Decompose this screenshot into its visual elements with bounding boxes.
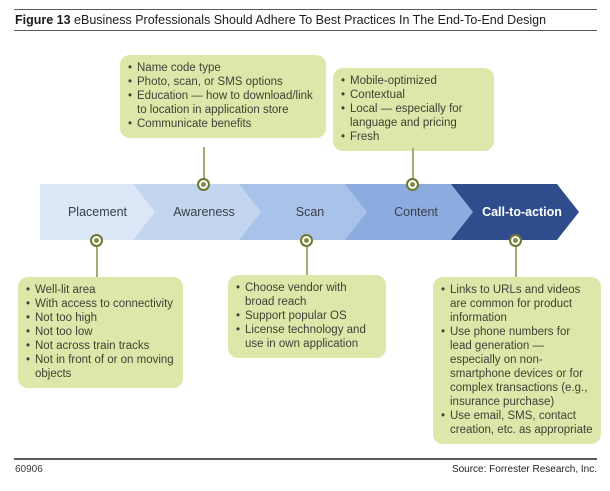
callout-awareness: Name code type Photo, scan, or SMS optio… [120,55,326,138]
bullet-item: Not too low [26,325,175,339]
bullet-item: With access to connectivity [26,297,175,311]
chevron-label: Content [394,205,438,219]
process-band: Placement Awareness Scan Content Call-to… [40,184,579,240]
connector-dot-icon [197,178,210,191]
callout-call-to-action: Links to URLs and videos are common for … [433,277,601,444]
bullet-item: Well-lit area [26,283,175,297]
chevron-placement: Placement [40,184,155,240]
bullet-item: Use email, SMS, contact creation, etc. a… [441,409,593,437]
callout-scan-list: Choose vendor with broad reach Support p… [236,281,378,351]
callout-content-list: Mobile-optimized Contextual Local — espe… [341,74,486,144]
connector-dot-icon [90,234,103,247]
connector-dot-icon [300,234,313,247]
connector-line-awareness [203,147,205,185]
figure-title-text: eBusiness Professionals Should Adhere To… [70,13,547,27]
bullet-item: Choose vendor with broad reach [236,281,378,309]
bullet-item: Photo, scan, or SMS options [128,75,318,89]
callout-placement: Well-lit area With access to connectivit… [18,277,183,388]
bullet-item: Local — especially for language and pric… [341,102,486,130]
callout-placement-list: Well-lit area With access to connectivit… [26,283,175,381]
title-rule [14,30,597,31]
figure-title: Figure 13 eBusiness Professionals Should… [15,13,546,28]
diagram-canvas: Name code type Photo, scan, or SMS optio… [0,31,610,458]
bullet-item: Links to URLs and videos are common for … [441,283,593,325]
source-note: Source: Forrester Research, Inc. [451,464,597,475]
connector-line-cta [515,239,517,277]
chevron-label: Placement [67,205,128,219]
chevron-label: Awareness [173,205,235,219]
bullet-item: Mobile-optimized [341,74,486,88]
figure-id: 60906 [15,464,43,475]
top-rule [14,9,597,10]
callout-awareness-list: Name code type Photo, scan, or SMS optio… [128,61,318,131]
callout-cta-list: Links to URLs and videos are common for … [441,283,593,437]
connector-line-placement [96,239,98,277]
connector-line-scan [306,239,308,275]
bullet-item: Not in front of or on moving objects [26,353,175,381]
bullet-item: License technology and use in own applic… [236,323,378,351]
callout-content: Mobile-optimized Contextual Local — espe… [333,68,494,151]
bullet-item: Name code type [128,61,318,75]
connector-dot-icon [509,234,522,247]
bullet-item: Not too high [26,311,175,325]
bullet-item: Not across train tracks [26,339,175,353]
chevron-scan: Scan [239,184,367,240]
chevron-label: Scan [295,205,325,219]
bullet-item: Contextual [341,88,486,102]
connector-line-content [412,148,414,185]
connector-dot-icon [406,178,419,191]
figure-label: Figure 13 [15,13,71,27]
footer-rule [14,458,597,460]
bullet-item: Education — how to download/link to loca… [128,89,318,117]
bullet-item: Support popular OS [236,309,378,323]
bullet-item: Fresh [341,130,486,144]
bullet-item: Communicate benefits [128,117,318,131]
chevron-label: Call-to-action [482,205,562,219]
callout-scan: Choose vendor with broad reach Support p… [228,275,386,358]
bullet-item: Use phone numbers for lead generation — … [441,325,593,409]
